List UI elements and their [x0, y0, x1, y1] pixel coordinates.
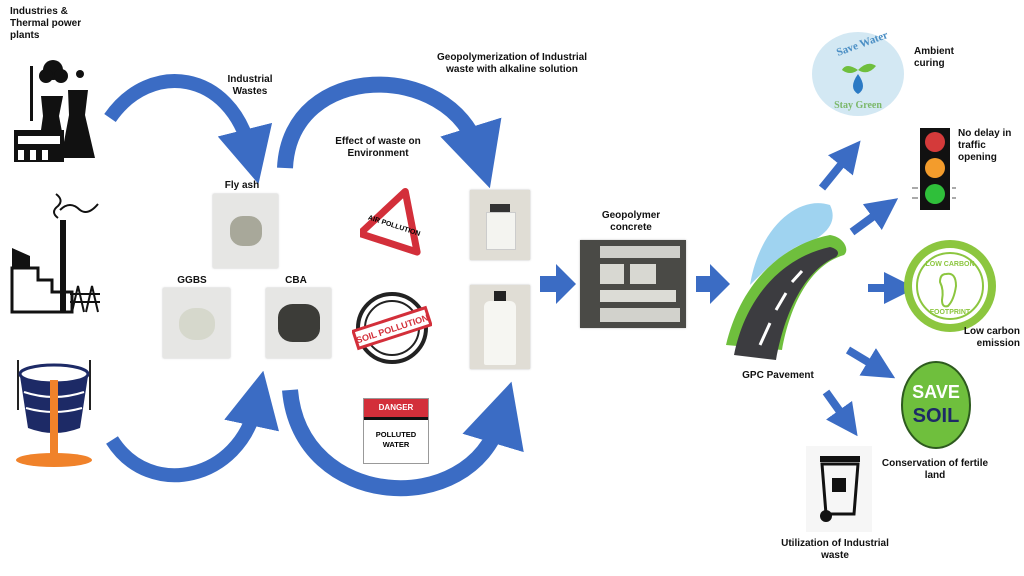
save-soil-badge: SAVE SOIL	[901, 361, 971, 449]
conservation-fertile-land-label: Conservation of fertile land	[881, 458, 989, 481]
danger-header: DANGER	[364, 399, 428, 420]
arrow-to-soil	[845, 346, 896, 379]
thermal-power-plant-icon	[14, 60, 95, 162]
arrow-to-traffic	[849, 198, 899, 236]
waste-bin-icon	[820, 456, 860, 522]
no-delay-traffic-label: No delay in traffic opening	[958, 128, 1012, 163]
effects-title: Effect of waste on Environment	[335, 136, 421, 159]
footprint-text: FOOTPRINT	[930, 309, 971, 316]
arrow-to-ambient-curing	[818, 140, 861, 191]
cba-photo	[266, 288, 331, 358]
alkaline-solution-photo-1	[470, 190, 530, 260]
arrow-to-waste-util	[822, 389, 858, 437]
fly-ash-photo	[213, 194, 278, 268]
steel-ladle-icon	[16, 360, 92, 467]
geopolymer-concrete-photo	[580, 240, 686, 328]
gpc-pavement-icon	[726, 203, 847, 360]
alkaline-solution-photo-2	[470, 285, 530, 369]
geopolymerization-title: Geopolymerization of Industrial waste wi…	[436, 52, 587, 75]
save-water-badge: Save Water Stay Green	[812, 29, 904, 116]
ambient-curing-label: Ambient curing	[914, 46, 954, 69]
industrial-factory-icon	[10, 193, 100, 314]
geopolymer-concrete-title: Geopolymer concrete	[601, 210, 661, 233]
polluted-water-sign: DANGER POLLUTED WATER	[363, 398, 429, 464]
arrow-to-concrete	[540, 264, 576, 304]
utilization-industrial-waste-label: Utilization of Industrial waste	[781, 538, 889, 561]
curved-arrow-top-left	[104, 74, 273, 184]
cba-label: CBA	[285, 275, 307, 286]
stay-green-text: Stay Green	[834, 100, 882, 111]
curved-arrow-bottom-center	[282, 381, 524, 497]
soil-pollution-stamp: SOIL POLLUTION	[352, 292, 432, 364]
ggbs-label: GGBS	[177, 275, 207, 286]
air-pollution-sign: AIR POLLUTION	[360, 187, 421, 256]
save-text: SAVE	[912, 382, 960, 402]
polluted-water-text: POLLUTED WATER	[375, 430, 417, 449]
low-carbon-footprint-badge: LOW CARBON FOOTPRINT	[904, 240, 996, 332]
curved-arrow-top-center	[277, 76, 502, 189]
curved-arrow-bottom-left	[106, 370, 279, 483]
arrow-to-pavement	[696, 264, 730, 304]
sources-title: Industries & Thermal power plants	[10, 6, 82, 41]
waste-bin-tile	[806, 446, 872, 532]
soil-text: SOIL	[913, 405, 960, 427]
low-carbon-text: LOW CARBON	[926, 261, 975, 268]
low-carbon-emission-label: Low carbon emission	[963, 326, 1020, 349]
gpc-pavement-label: GPC Pavement	[742, 370, 814, 381]
ggbs-photo	[163, 288, 230, 358]
fly-ash-label: Fly ash	[224, 180, 260, 191]
traffic-light-icon	[912, 128, 956, 210]
industrial-wastes-title: Industrial Wastes	[227, 74, 273, 97]
